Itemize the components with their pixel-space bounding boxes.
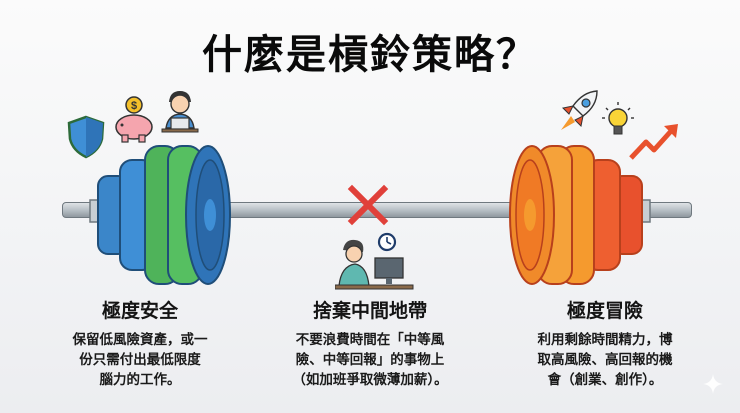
right-line: 取高風險、高回報的機 <box>537 352 673 368</box>
middle-line: 不要浪費時間在「中等風 <box>295 332 445 348</box>
left-line: 份只需付出最低限度 <box>79 352 201 368</box>
middle-heading: 捨棄中間地帶 <box>312 300 427 322</box>
middle-line: （如加班爭取微薄加薪）。 <box>292 372 448 388</box>
shield-icon <box>67 115 105 159</box>
middle-line: 險、中等回報」的事物上 <box>295 352 445 368</box>
tired-worker-icon <box>335 232 414 290</box>
left-line: 保留低風險資產，或一 <box>72 332 208 348</box>
right-line: 會（創業、創作）。 <box>547 372 663 388</box>
right-weights-risky <box>509 145 651 285</box>
right-line: 利用剩餘時間精力，博 <box>537 332 673 348</box>
red-x-icon <box>347 184 389 226</box>
right-heading: 極度冒險 <box>566 300 643 322</box>
piggy-bank-icon: $ <box>115 96 153 143</box>
office-worker-icon <box>161 91 199 133</box>
svg-text:$: $ <box>131 100 137 112</box>
left-line: 腦力的工作。 <box>99 372 181 388</box>
sparkle-icon <box>703 374 723 394</box>
lightbulb-icon <box>602 102 634 135</box>
left-heading: 極度安全 <box>101 300 178 322</box>
rocket-icon <box>561 90 598 130</box>
left-weights-safe <box>89 145 231 285</box>
page-title: 什麼是槓鈴策略？ <box>202 32 538 78</box>
left-description: 保留低風險資產，或一 份只需付出最低限度 腦力的工作。 <box>40 330 240 390</box>
trend-up-arrow-icon <box>629 124 678 160</box>
middle-description: 不要浪費時間在「中等風 險、中等回報」的事物上 （如加班爭取微薄加薪）。 <box>250 330 490 390</box>
right-description: 利用剩餘時間精力，博 取高風險、高回報的機 會（創業、創作）。 <box>500 330 710 390</box>
